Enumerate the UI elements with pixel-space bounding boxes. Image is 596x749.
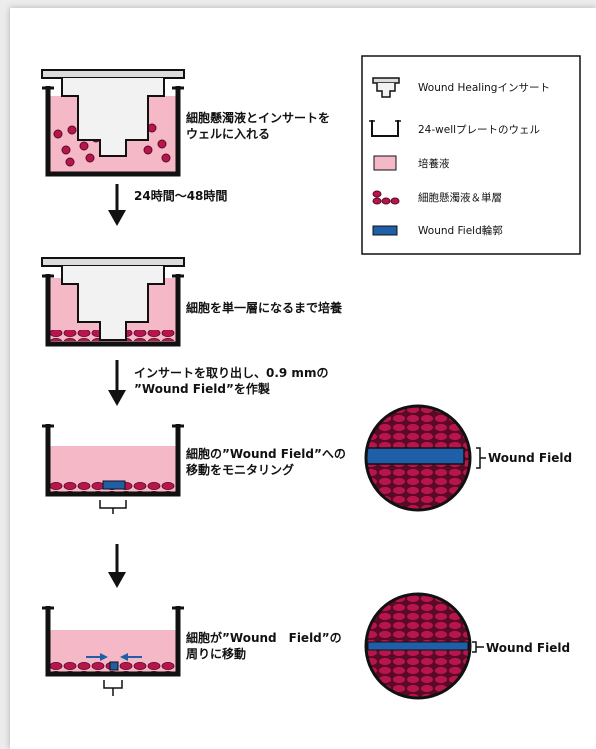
- wound-field-swatch-icon: [372, 225, 398, 236]
- transition2-text-line1: インサートを取り出し、0.9 mmの: [134, 365, 328, 380]
- wound-field-circle-view-1: [364, 404, 486, 512]
- legend: Wound Healingインサート 24-wellプレートのウェル 培養液 細…: [361, 55, 581, 255]
- step1-well-diagram: [41, 69, 185, 177]
- insert-icon: [372, 77, 400, 98]
- step3-text-line1: 細胞の”Wound Field”への: [186, 446, 346, 461]
- step4-text-line1: 細胞が”Wound Field”の: [186, 630, 342, 645]
- transition1-arrow: [108, 184, 126, 226]
- wound-field-label-1: Wound Field: [488, 451, 572, 465]
- legend-label-well: 24-wellプレートのウェル: [418, 124, 540, 136]
- legend-label-medium: 培養液: [418, 157, 450, 170]
- legend-label-wound-field: Wound Field輪郭: [418, 224, 503, 237]
- step1-text-line2: ウェルに入れる: [186, 127, 270, 141]
- well-icon: [369, 120, 401, 137]
- transition3-arrow: [108, 544, 126, 588]
- wound-field-label-2: Wound Field: [486, 641, 570, 655]
- step3-text-line2: 移動をモニタリング: [186, 462, 294, 477]
- step3-well-diagram: [42, 424, 184, 514]
- step2-well-diagram: [41, 257, 185, 347]
- transition1-text: 24時間〜48時間: [134, 188, 227, 203]
- legend-label-insert: Wound Healingインサート: [418, 82, 550, 94]
- wound-field-circle-view-2: [364, 592, 484, 700]
- medium-swatch-icon: [373, 155, 397, 171]
- cells-icon: [372, 190, 400, 205]
- step4-well-diagram: [42, 606, 184, 696]
- step4-text-line2: 周りに移動: [186, 646, 246, 661]
- legend-label-cells: 細胞懸濁液＆単層: [418, 191, 502, 204]
- transition2-text-line2: ”Wound Field”を作製: [134, 381, 271, 396]
- step1-text-line1: 細胞懸濁液とインサートを: [186, 110, 330, 125]
- transition2-arrow: [108, 360, 126, 406]
- step2-text: 細胞を単一層になるまで培養: [186, 300, 342, 315]
